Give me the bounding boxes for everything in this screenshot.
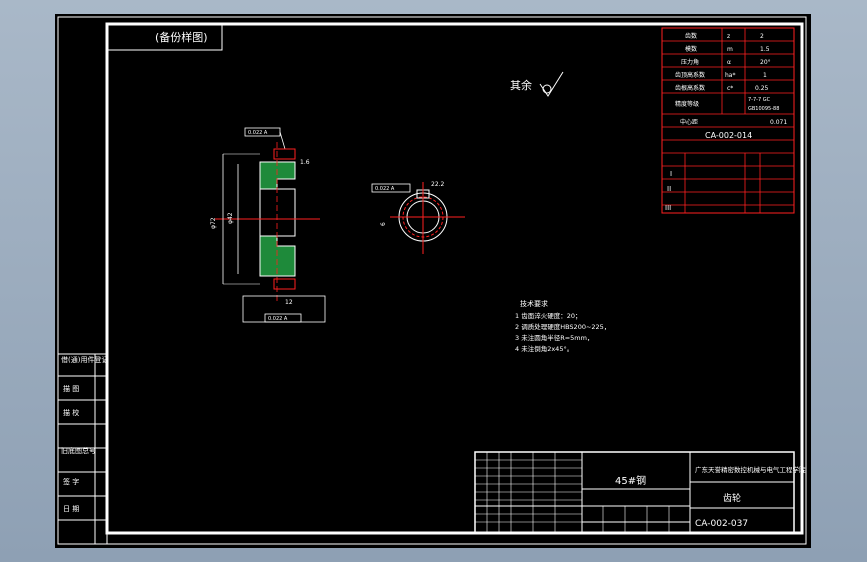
corner-label: (备份样图): [155, 30, 208, 44]
sidebar-label: 借(通)用件登记: [61, 355, 108, 364]
dimension-label: φ42: [227, 212, 234, 224]
param-symbol: m: [727, 46, 733, 53]
param-name: 压力角: [681, 58, 699, 66]
param-name: 齿数: [685, 32, 697, 40]
param-name: 中心距: [680, 118, 698, 126]
tech-req-line: 1 齿面淬火硬度：20；: [515, 311, 581, 320]
gear-end-view: 0.022 A 22.2 6: [371, 181, 465, 254]
surface-note: 其余: [510, 78, 532, 92]
drawing-sheet: (备份样图) 借(通)用件登记 描 图 描 校 旧底图总号 签 字 日 期: [57, 16, 807, 545]
param-value: 1.5: [760, 46, 770, 53]
param-name: 齿根高系数: [675, 84, 705, 92]
param-value: 0.25: [755, 85, 769, 92]
roughness-symbol: [539, 71, 564, 97]
company-name: 广东天誉精密数控机械与电气工程学院: [695, 465, 806, 474]
tech-req-line: 4 未注倒角2x45°。: [515, 344, 573, 353]
param-symbol: z: [727, 33, 730, 40]
roughness-label: 1.6: [300, 159, 310, 166]
tech-req-line: 3 未注圆角半径R=5mm，: [515, 333, 593, 342]
param-value: GB10095-88: [748, 106, 779, 112]
param-value: 20°: [760, 59, 771, 66]
param-value: 1: [763, 72, 767, 79]
table-code: CA-002-014: [705, 131, 752, 140]
dimension-label: 12: [285, 299, 293, 306]
param-value: 2: [760, 33, 764, 40]
cad-viewport[interactable]: (备份样图) 借(通)用件登记 描 图 描 校 旧底图总号 签 字 日 期: [55, 14, 811, 548]
gear-section-view: 0.022 A φ72 φ42 12 1.6 0.022 A: [210, 127, 326, 323]
left-sidebar: 借(通)用件登记 描 图 描 校 旧底图总号 签 字 日 期: [57, 353, 108, 545]
sidebar-label: 描 图: [63, 384, 79, 393]
group-label: III: [665, 204, 671, 212]
sidebar-label: 签 字: [63, 477, 79, 486]
param-symbol: c*: [727, 85, 733, 92]
group-label: II: [667, 185, 671, 193]
technical-requirements: 技术要求 1 齿面淬火硬度：20； 2 调质处理硬度HBS200~225， 3 …: [515, 299, 610, 353]
param-name: 齿顶高系数: [675, 71, 705, 79]
tolerance-frame: 0.022 A: [268, 316, 288, 322]
outer-border: [57, 16, 807, 545]
param-symbol: ha*: [725, 72, 735, 79]
tolerance-frame: 0.022 A: [375, 186, 395, 192]
drawing-number: CA-002-037: [695, 519, 748, 529]
param-symbol: α: [727, 59, 731, 66]
corner-label-box: [106, 23, 223, 51]
param-value: 0.071: [770, 119, 787, 126]
sidebar-label: 旧底图总号: [61, 446, 96, 455]
dimension-label: 22.2: [431, 181, 445, 188]
group-label: I: [670, 170, 672, 178]
dimension-label: φ72: [210, 217, 217, 229]
sidebar-label: 描 校: [63, 408, 79, 417]
param-name: 精度等级: [675, 100, 699, 108]
tolerance-frame: 0.022 A: [248, 130, 268, 136]
material-label: 45#钢: [615, 474, 646, 487]
param-value: 7-7-7 GC: [748, 97, 771, 103]
param-name: 模数: [685, 45, 697, 53]
part-name: 齿轮: [723, 492, 741, 504]
dimension-label: 6: [380, 222, 387, 226]
parameter-table: 齿数 z 2 模数 m 1.5 压力角 α 20° 齿顶高系数 ha* 1 齿根…: [661, 27, 795, 214]
title-block: 45#钢 广东天誉精密数控机械与电气工程学院 齿轮 CA-002-037: [474, 451, 806, 534]
sidebar-label: 日 期: [63, 505, 79, 513]
inner-border: [105, 22, 804, 535]
tech-req-title: 技术要求: [520, 299, 548, 308]
tech-req-line: 2 调质处理硬度HBS200~225，: [515, 322, 610, 331]
